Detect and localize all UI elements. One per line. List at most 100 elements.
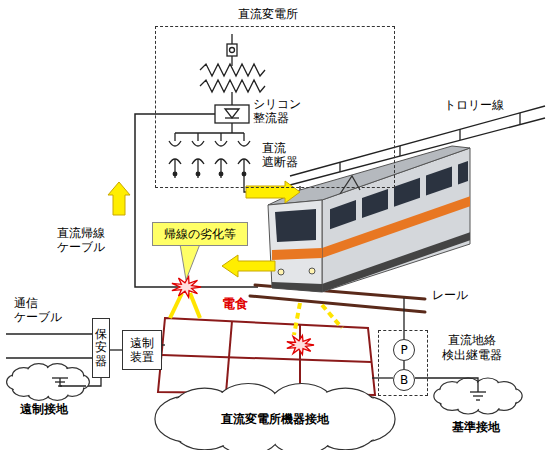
part-label: 通信 ケーブル: [14, 296, 56, 325]
train: [394, 178, 420, 207]
leakage-arrow: [170, 293, 200, 318]
ground-symbol: [52, 377, 68, 378]
ground-symbol: [473, 395, 483, 396]
earth-mesh: [162, 355, 371, 362]
part-label: 遠制接地: [20, 402, 68, 416]
switch-symbol: [231, 34, 232, 44]
relay-wire: [415, 378, 478, 392]
train: [272, 248, 322, 260]
current-arrow: [222, 255, 275, 277]
part-label: トロリー線: [444, 98, 504, 112]
switch-symbol: [230, 48, 235, 53]
leakage-arrow: [294, 303, 300, 335]
ground-cloud: 直流変電所機器接地: [180, 400, 370, 438]
train: [278, 269, 284, 275]
corrosion-burst: [172, 277, 201, 298]
trolley-wire: [290, 106, 545, 176]
train: [458, 161, 468, 185]
trolley-wire: [519, 113, 520, 125]
relay-box: 直流地絡 検出継電器PB: [378, 330, 428, 396]
corrosion-burst: [172, 277, 314, 355]
rectifier-symbol: [215, 105, 249, 123]
node-heading: 直流変電所: [236, 7, 300, 21]
rectifier-symbol: [225, 117, 239, 118]
ground-symbol: [476, 399, 480, 400]
remote-control-box: 遠制 装置: [122, 330, 162, 370]
current-arrow: [108, 182, 130, 215]
ground-symbol: [55, 381, 65, 382]
breaker-symbol: [174, 133, 175, 141]
breaker-symbol: [169, 141, 181, 146]
relay-wire: [372, 377, 393, 378]
train: [322, 196, 470, 258]
breaker-symbol: [219, 172, 223, 176]
breaker-symbol: [220, 133, 221, 141]
switch-symbol: [231, 56, 232, 66]
cloud-outline: [188, 406, 362, 432]
trolley-wire: [290, 118, 545, 185]
breaker-symbol: [242, 172, 246, 176]
node-label: 保安器: [95, 328, 107, 368]
train: [322, 160, 470, 292]
train: [309, 268, 315, 274]
rail: [250, 296, 425, 312]
cable-wire: [162, 344, 165, 345]
protector-box: 保安器: [92, 318, 110, 378]
corrosion-burst: [287, 335, 314, 354]
ground-cloud: [7, 364, 90, 401]
relay-wire: [403, 298, 404, 339]
trolley-wire: [290, 106, 545, 185]
breaker-symbol: [197, 133, 198, 141]
ground-symbol: [58, 385, 62, 386]
part-label: シリコン 整流器: [253, 97, 305, 126]
part-label: 基準接地: [452, 420, 500, 434]
cable-wire: [6, 357, 92, 358]
train: [426, 167, 452, 196]
cable-wire: [6, 333, 92, 334]
train: [275, 209, 316, 242]
rectifier-symbol: [225, 109, 239, 118]
breaker-symbol: [243, 133, 244, 141]
leakage-arrow: [190, 293, 200, 318]
node-heading: 直流地絡 検出継電器: [437, 333, 507, 363]
breaker-symbol: [196, 172, 200, 176]
node-label: 直流変電所機器接地: [221, 412, 329, 426]
relay-circle: P: [393, 339, 415, 361]
earth-mesh: [158, 318, 375, 395]
breaker-symbol: [238, 141, 250, 146]
breaker-symbol: [173, 172, 177, 176]
transformer-symbol: [200, 64, 265, 76]
transformer-symbol: [200, 80, 265, 92]
relay-circle: B: [393, 369, 415, 391]
breaker-symbol: [192, 141, 204, 146]
train: [340, 176, 360, 194]
callout-box: 帰線の劣化等: [152, 222, 248, 246]
current-arrow: [246, 181, 300, 203]
node-label: B: [400, 373, 408, 387]
earth-mesh: [158, 318, 375, 395]
leakage-arrow: [322, 305, 342, 328]
ground-cloud: [18, 371, 78, 393]
trolley-wire: [459, 129, 460, 140]
rectifier-symbol: [175, 105, 249, 133]
rail: [250, 285, 425, 312]
part-label: 電食: [222, 296, 248, 312]
rectifier-symbol: [231, 123, 232, 133]
part-label: レール: [432, 288, 468, 302]
connector: [403, 361, 404, 369]
leakage-arrow: [170, 293, 182, 318]
train: [330, 200, 356, 229]
train: [268, 200, 322, 292]
trolley-wire: [399, 146, 400, 156]
cloud-outline: [155, 383, 395, 450]
switch-symbol: [227, 44, 237, 56]
node-label: P: [400, 343, 407, 357]
leakage-arrow: [294, 303, 342, 335]
breaker-symbol: [169, 133, 250, 178]
node-label: 遠制 装置: [123, 336, 161, 365]
part-label: 直流 遮断器: [262, 141, 300, 170]
node-label: 帰線の劣化等: [164, 227, 236, 241]
train: [322, 232, 470, 292]
current-arrow: [108, 181, 300, 277]
part-label: 直流帰線 ケーブル: [52, 226, 110, 255]
